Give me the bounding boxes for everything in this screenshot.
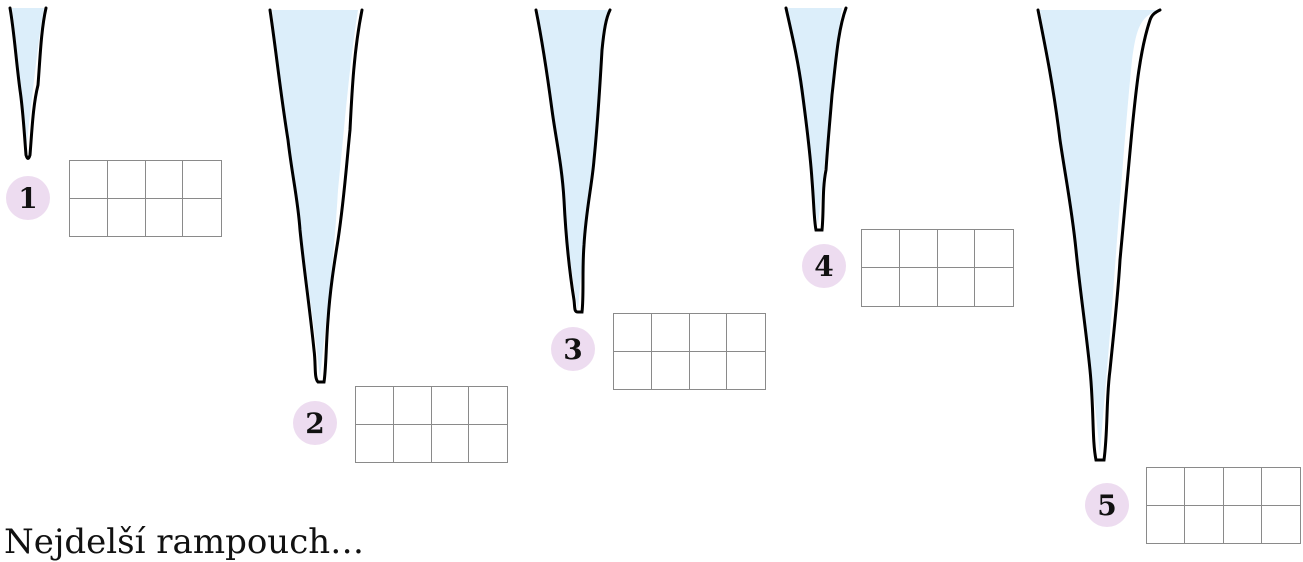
grid-cell[interactable] [145, 161, 184, 199]
badge-label: 2 [305, 406, 325, 440]
grid-cell[interactable] [937, 230, 976, 268]
number-badge-1: 1 [6, 176, 50, 220]
grid-cell[interactable] [1262, 506, 1300, 544]
icicle-3 [534, 8, 612, 314]
grid-cell[interactable] [393, 387, 432, 425]
grid-cell[interactable] [862, 230, 900, 268]
answer-grid-1[interactable] [69, 160, 222, 237]
grid-cell[interactable] [727, 314, 765, 352]
number-badge-2: 2 [293, 401, 337, 445]
grid-cell[interactable] [651, 314, 690, 352]
grid-cell[interactable] [975, 268, 1013, 306]
badge-label: 4 [814, 249, 834, 283]
grid-cell[interactable] [652, 351, 690, 389]
grid-cell[interactable] [1261, 468, 1300, 506]
number-badge-5: 5 [1085, 483, 1129, 527]
grid-cell[interactable] [1147, 468, 1186, 506]
grid-cell[interactable] [1185, 505, 1224, 543]
grid-cell[interactable] [689, 314, 728, 352]
icicle-2 [268, 8, 364, 384]
instruction-caption: Nejdelší rampouch… [4, 522, 365, 562]
grid-cell[interactable] [1224, 505, 1262, 543]
answer-grid-2[interactable] [355, 386, 508, 463]
grid-cell[interactable] [394, 424, 432, 462]
grid-cell[interactable] [107, 161, 146, 199]
grid-cell[interactable] [70, 198, 108, 236]
grid-cell[interactable] [469, 425, 507, 463]
grid-cell[interactable] [1147, 505, 1186, 543]
grid-cell[interactable] [938, 268, 976, 306]
grid-cell[interactable] [614, 314, 652, 352]
grid-cell[interactable] [432, 424, 470, 462]
grid-cell[interactable] [108, 198, 146, 236]
grid-cell[interactable] [469, 387, 507, 425]
answer-grid-5[interactable] [1146, 467, 1301, 544]
badge-label: 5 [1097, 488, 1117, 522]
grid-cell[interactable] [356, 424, 394, 462]
grid-cell[interactable] [431, 387, 470, 425]
grid-cell[interactable] [183, 161, 221, 199]
answer-grid-3[interactable] [613, 313, 766, 390]
grid-cell[interactable] [70, 161, 108, 199]
grid-cell[interactable] [614, 351, 652, 389]
grid-cell[interactable] [900, 268, 938, 306]
number-badge-3: 3 [551, 327, 595, 371]
grid-cell[interactable] [356, 387, 394, 425]
badge-label: 3 [563, 332, 583, 366]
icicle-5 [1036, 8, 1162, 462]
grid-cell[interactable] [975, 230, 1013, 268]
grid-cell[interactable] [899, 230, 938, 268]
grid-cell[interactable] [727, 352, 765, 390]
grid-cell[interactable] [1223, 468, 1262, 506]
grid-cell[interactable] [1185, 468, 1224, 506]
icicle-4 [784, 6, 848, 232]
icicle-1 [8, 6, 48, 160]
grid-cell[interactable] [862, 268, 900, 306]
answer-grid-4[interactable] [861, 229, 1014, 307]
number-badge-4: 4 [802, 244, 846, 288]
grid-cell[interactable] [146, 198, 184, 236]
grid-cell[interactable] [183, 199, 221, 237]
grid-cell[interactable] [690, 351, 728, 389]
badge-label: 1 [18, 181, 38, 215]
